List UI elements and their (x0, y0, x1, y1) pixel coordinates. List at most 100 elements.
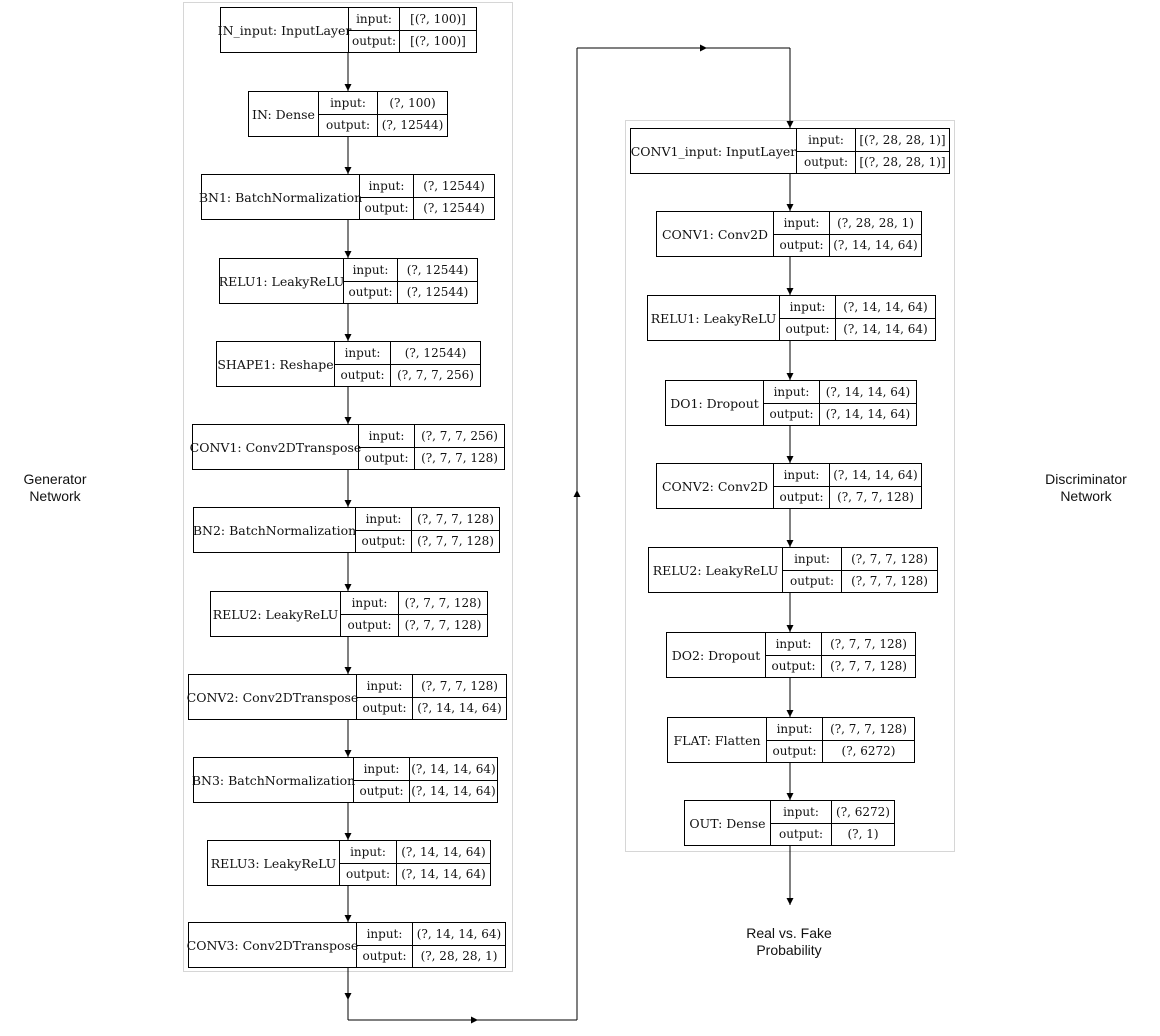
arrowhead (573, 490, 581, 497)
layer-output-shape: [(?, 100)] (410, 34, 466, 49)
layer-input-key: input: (766, 633, 822, 655)
layer-input-row: input:(?, 100) (319, 92, 447, 114)
layer-input-shape: (?, 7, 7, 128) (830, 636, 907, 651)
arrowhead (344, 251, 352, 258)
layer-output-row: output:(?, 14, 14, 64) (774, 233, 921, 256)
layer-output-shape: (?, 6272) (841, 744, 896, 759)
layer-output-shape: (?, 7, 7, 128) (837, 490, 914, 505)
layer-name: RELU2: LeakyReLU (649, 548, 783, 592)
arrowhead (344, 667, 352, 674)
arrowhead (786, 540, 794, 547)
layer-output-row: output:[(?, 28, 28, 1)] (797, 150, 949, 173)
layer-input-shape: (?, 7, 7, 128) (421, 678, 498, 693)
layer-output-row: output:(?, 1) (771, 822, 894, 845)
layer-input-shape: (?, 12544) (423, 178, 485, 193)
arrowhead (786, 456, 794, 463)
output-probability-label: Real vs. Fake Probability (730, 925, 848, 959)
layer-output-shape: (?, 14, 14, 64) (825, 407, 911, 422)
layer-name: FLAT: Flatten (668, 718, 767, 762)
layer-output-key: output: (767, 740, 823, 762)
layer-input-key: input: (774, 212, 830, 234)
layer-io-table: input:(?, 12544)output:(?, 7, 7, 256) (335, 342, 480, 386)
layer-input-row: input:(?, 14, 14, 64) (774, 464, 921, 486)
layer-input-shape: (?, 14, 14, 64) (411, 761, 496, 776)
layer-name: OUT: Dense (685, 801, 771, 845)
layer-output-shape: (?, 7, 7, 128) (404, 618, 482, 633)
layer-input-shape: (?, 100) (389, 95, 436, 110)
layer-input-shape: [(?, 100)] (410, 11, 466, 26)
layer-output-row: output: (?, 14, 14, 64) (764, 402, 916, 425)
layer-output-key: output: (319, 114, 378, 136)
layer-input-key: input: (357, 675, 413, 697)
layer-input-key: input: (780, 296, 836, 318)
layer-output-key: output: (774, 234, 830, 256)
layer-output-key: output: (797, 151, 856, 173)
layer-name: DO2: Dropout (667, 633, 766, 677)
layer-io-table: input:(?, 7, 7, 128)output:(?, 7, 7, 128… (356, 508, 499, 552)
layer-output-key: output: (780, 318, 836, 340)
layer-input-row: input:(?, 7, 7, 256) (359, 425, 504, 447)
layer-input-shape: (?, 12544) (406, 262, 469, 277)
layer-name: CONV2: Conv2DTranspose (187, 675, 358, 719)
layer-input-shape: (?, 14, 14, 64) (825, 384, 911, 399)
arrowhead (344, 833, 352, 840)
layer-io-table: input:(?, 14, 14, 64)output:(?, 14, 14, … (340, 841, 490, 885)
layer-input-shape: (?, 14, 14, 64) (843, 299, 928, 314)
layer-input-row: input:(?, 28, 28, 1) (774, 212, 921, 234)
layer-output-row: output:(?, 12544) (344, 280, 477, 303)
layer-output-shape: (?, 7, 7, 128) (830, 659, 907, 674)
layer-output-key: output: (774, 486, 830, 508)
layer-input-row: input:(?, 12544) (360, 175, 494, 197)
layer-input-key: input: (767, 718, 823, 740)
arrowhead (344, 417, 352, 424)
generator-label-line2: Network (29, 488, 81, 504)
discriminator-label-line2: Network (1060, 488, 1112, 504)
output-label-line2: Probability (756, 942, 822, 958)
layer-input-shape: (?, 7, 7, 128) (404, 595, 482, 610)
layer-input-row: input:(?, 7, 7, 128) (341, 592, 487, 614)
layer-input-shape: (?, 7, 7, 256) (421, 428, 498, 443)
layer-input-key: input: (797, 129, 856, 151)
layer-output-key: output: (354, 780, 410, 802)
layer-io-table: input:(?, 28, 28, 1)output:(?, 14, 14, 6… (774, 212, 921, 256)
layer-name: CONV3: Conv2DTranspose (187, 923, 358, 967)
layer-io-table: input:(?, 14, 14, 64)output:(?, 28, 28, … (357, 923, 505, 967)
layer-output-key: output: (335, 364, 391, 386)
arrowhead (786, 793, 794, 800)
arrowhead (786, 710, 794, 717)
layer-output-key: output: (764, 403, 820, 425)
layer-output-key: output: (357, 697, 413, 719)
layer-name: RELU1: LeakyReLU (219, 259, 344, 303)
layer-output-key: output: (360, 197, 414, 219)
layer-name: CONV2: Conv2D (657, 464, 774, 508)
layer-input-shape: (?, 6272) (836, 804, 890, 819)
layer-input-shape: (?, 14, 14, 64) (401, 844, 486, 859)
layer-output-row: output:(?, 7, 7, 256) (335, 363, 480, 386)
layer-input-key: input: (783, 548, 842, 570)
layer-name: RELU3: LeakyReLU (208, 841, 340, 885)
layer-input-row: input:(?, 6272) (771, 801, 894, 823)
arrowhead (471, 1016, 478, 1024)
layer-input-row: input:(?, 7, 7, 128) (767, 718, 914, 740)
layer-output-key: output: (783, 570, 842, 592)
layer-input-key: input: (344, 259, 398, 281)
layer-output-key: output: (356, 530, 412, 552)
arrowhead (786, 204, 794, 211)
layer-output-shape: (?, 12544) (406, 285, 469, 300)
layer-io-table: input:(?, 7, 7, 128)output:(?, 7, 7, 128… (783, 548, 937, 592)
layer-name: SHAPE1: Reshape (217, 342, 335, 386)
arrowhead (344, 750, 352, 757)
layer-name: IN_input: InputLayer (218, 8, 351, 52)
layer-input-shape: (?, 7, 7, 128) (417, 511, 494, 526)
discriminator-network-label: Discriminator Network (1030, 471, 1142, 505)
layer-output-row: output:(?, 7, 7, 128) (766, 654, 915, 677)
layer-io-table: input:(?, 12544)output: (?, 12544) (360, 175, 494, 219)
layer-io-table: input:(?, 14, 14, 64)output:(?, 14, 14, … (764, 381, 916, 425)
